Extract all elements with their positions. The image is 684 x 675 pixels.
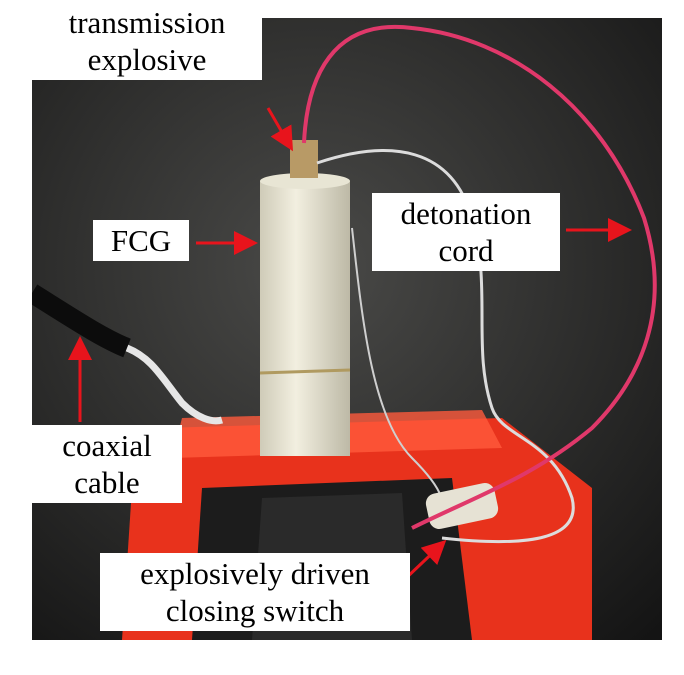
coaxial-cable: [32, 284, 131, 358]
label-line: explosive: [87, 42, 207, 77]
label-closing-switch: explosively driven closing switch: [100, 553, 410, 631]
detonation-cord: [302, 24, 657, 530]
label-line: cable: [74, 465, 140, 500]
label-detonation-cord: detonation cord: [372, 193, 560, 271]
label-coaxial-cable: coaxial cable: [32, 425, 182, 503]
label-line: closing switch: [165, 593, 345, 628]
label-line: explosively driven: [140, 556, 370, 591]
fcg-cylinder: [260, 181, 350, 456]
label-line: coaxial: [62, 428, 152, 463]
label-line: cord: [438, 233, 494, 268]
label-fcg: FCG: [93, 220, 189, 261]
label-transmission-explosive: transmission explosive: [32, 2, 262, 80]
label-line: transmission: [68, 5, 226, 40]
experiment-photo: [32, 18, 662, 640]
label-line: detonation: [400, 196, 532, 231]
